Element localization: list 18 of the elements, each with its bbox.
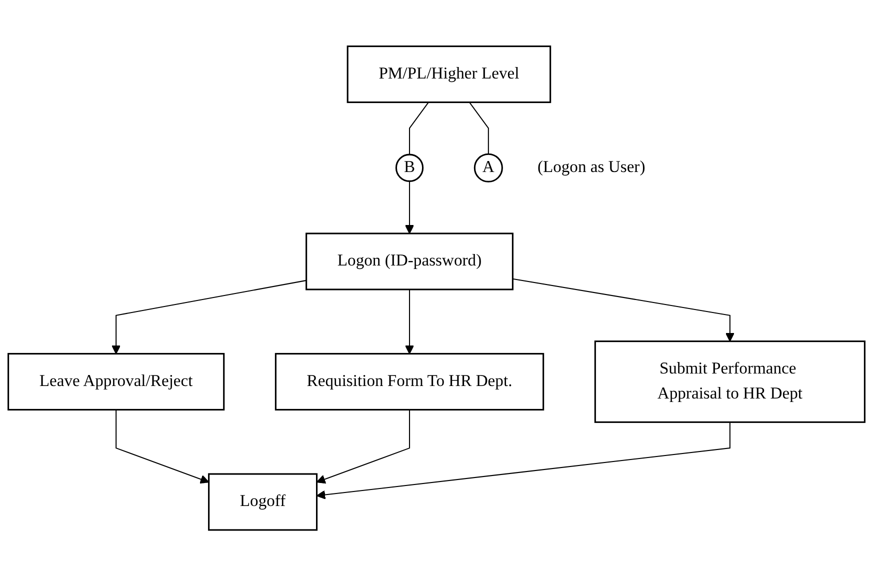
node-box: Submit Performance Appraisal to HR Dept [594, 340, 866, 423]
node-box: Requisition Form To HR Dept. [274, 352, 544, 410]
arrow [404, 289, 414, 354]
arrow [316, 422, 730, 500]
node-box: Leave Approval/Reject [8, 352, 225, 410]
connector [409, 102, 429, 154]
node-label: (Logon as User) [537, 158, 646, 176]
arrow [404, 181, 414, 234]
node-box: Logon (ID-password) [306, 232, 514, 290]
arrow [512, 278, 734, 342]
node-box: PM/PL/Higher Level [346, 45, 552, 103]
arrow [316, 410, 410, 484]
arrow [112, 280, 306, 354]
arrow [116, 410, 210, 484]
node-box: Logoff [208, 473, 318, 531]
node-circle: A [474, 153, 503, 182]
node-circle: B [395, 154, 424, 182]
connector [469, 102, 489, 154]
